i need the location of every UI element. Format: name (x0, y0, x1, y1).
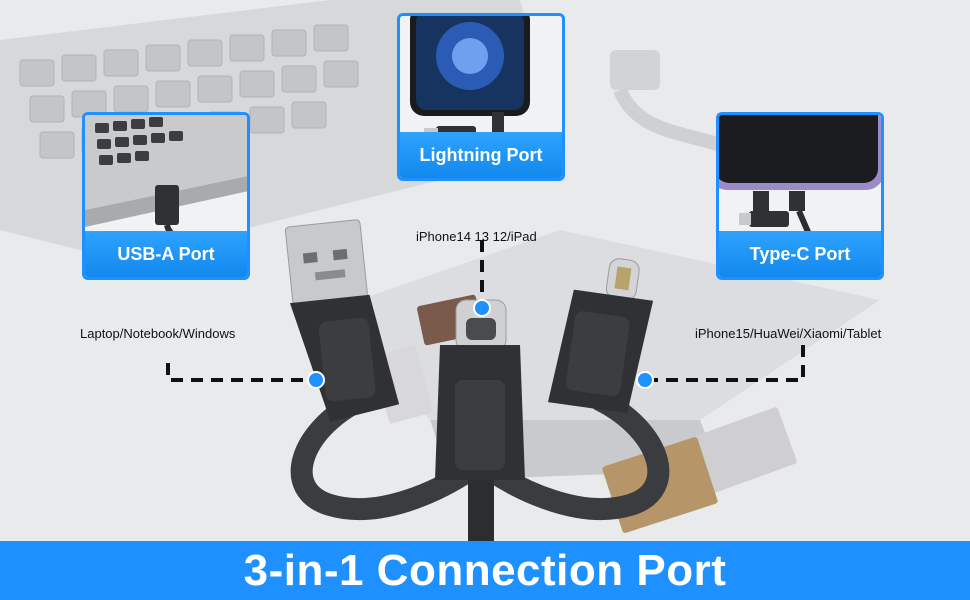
type-c-port-label: Type-C Port (719, 231, 881, 277)
pointer-dots (307, 299, 654, 389)
lightning-port-card: Lightning Port (397, 13, 565, 181)
usb-a-port-card: USB-A Port (82, 112, 250, 280)
type-c-port-subtitle: iPhone15/HuaWei/Xiaomi/Tablet (695, 326, 882, 341)
laptop-with-adapter-image (85, 115, 247, 277)
usb-a-port-subtitle: Laptop/Notebook/Windows (80, 326, 236, 341)
cable-product (284, 219, 670, 550)
usb-a-port-label: USB-A Port (85, 231, 247, 277)
pointer-lines (166, 240, 805, 382)
lightning-port-label: Lightning Port (400, 132, 562, 178)
type-c-port-card: Type-C Port (716, 112, 884, 280)
lightning-port-subtitle: iPhone14 13 12/iPad (416, 229, 537, 244)
banner-title: 3-in-1 Connection Port (0, 541, 970, 600)
